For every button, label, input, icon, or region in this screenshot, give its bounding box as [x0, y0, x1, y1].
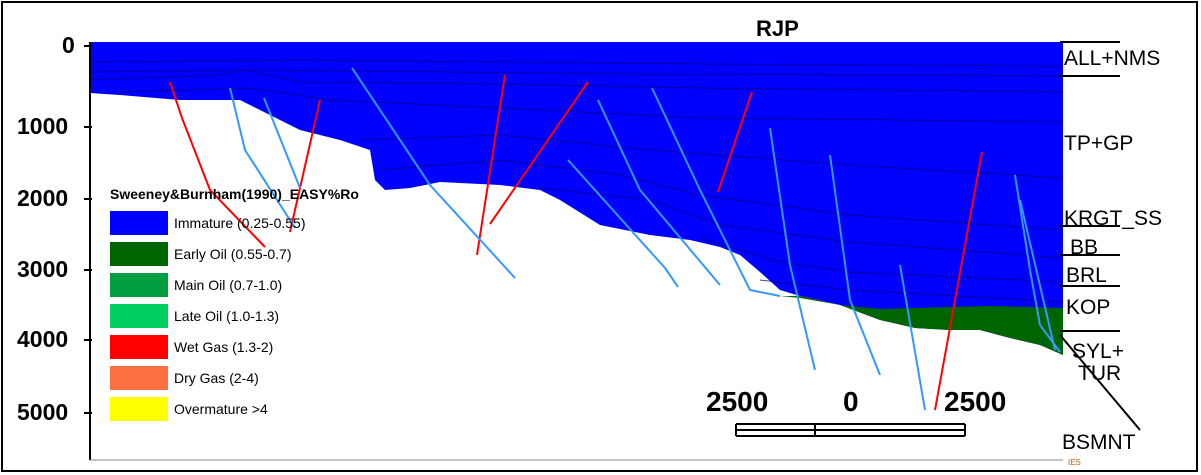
- immature-zone: [90, 42, 1063, 355]
- legend-item: Late Oil (1.0-1.3): [110, 300, 360, 331]
- formation-label-all-nms: ALL+NMS: [1064, 47, 1161, 70]
- depth-label-2000: 2000: [17, 185, 69, 211]
- formation-tick-lines: [1059, 41, 1141, 431]
- legend-swatch: [110, 396, 168, 421]
- legend-swatch: [110, 210, 168, 235]
- legend-label: Early Oil (0.55-0.7): [174, 245, 292, 262]
- formation-label-krgt-ss: KRGT_SS: [1064, 207, 1163, 230]
- legend-item: Early Oil (0.55-0.7): [110, 238, 360, 269]
- maturity-legend: Sweeney&Burnham(1990)_EASY%Ro Immature (…: [110, 186, 360, 424]
- legend-label: Dry Gas (2-4): [174, 369, 259, 386]
- legend-items: Immature (0.25-0.55) Early Oil (0.55-0.7)…: [110, 207, 360, 424]
- legend-item: Main Oil (0.7-1.0): [110, 269, 360, 300]
- legend-label: Overmature >4: [174, 400, 268, 417]
- legend-label: Immature (0.25-0.55): [174, 214, 306, 231]
- legend-item: Immature (0.25-0.55): [110, 207, 360, 238]
- scale-label-left: 2500: [706, 386, 769, 417]
- legend-swatch: [110, 241, 168, 266]
- credit-logo: IES: [1068, 458, 1081, 467]
- depth-label-4000: 4000: [17, 326, 69, 352]
- early-oil-zone: [780, 296, 1063, 355]
- formation-label-tur: TUR: [1078, 362, 1122, 385]
- legend-title: Sweeney&Burnham(1990)_EASY%Ro: [110, 186, 359, 202]
- legend-swatch: [110, 272, 168, 297]
- legend-item: Dry Gas (2-4): [110, 362, 360, 393]
- formation-label-bsmnt: BSMNT: [1062, 431, 1136, 454]
- depth-axis: [84, 42, 92, 460]
- scale-bar: [735, 423, 966, 437]
- depth-label-1000: 1000: [17, 113, 69, 139]
- scale-label-mid: 0: [843, 386, 859, 417]
- section-title: RJP: [756, 16, 799, 41]
- depth-label-0: 0: [62, 32, 75, 58]
- legend-swatch: [110, 365, 168, 390]
- legend-swatch: [110, 334, 168, 359]
- red-faults: [169, 74, 983, 411]
- horizon-lines: [89, 59, 1064, 303]
- scale-label-right: 2500: [944, 386, 1007, 417]
- formation-label-syl: SYL+: [1072, 340, 1124, 363]
- formation-label-kop: KOP: [1066, 296, 1111, 319]
- legend-swatch: [110, 303, 168, 328]
- formation-label-brl: BRL: [1066, 264, 1107, 287]
- legend-label: Main Oil (0.7-1.0): [174, 276, 283, 293]
- legend-item: Wet Gas (1.3-2): [110, 331, 360, 362]
- depth-label-3000: 3000: [17, 256, 69, 282]
- legend-item: Overmature >4: [110, 393, 360, 424]
- depth-label-5000: 5000: [17, 399, 69, 425]
- formation-label-tp-gp: TP+GP: [1064, 132, 1134, 155]
- formation-label-bb: BB: [1070, 236, 1099, 259]
- legend-label: Wet Gas (1.3-2): [174, 338, 274, 355]
- legend-label: Late Oil (1.0-1.3): [174, 307, 280, 324]
- blue-faults: [229, 67, 1061, 411]
